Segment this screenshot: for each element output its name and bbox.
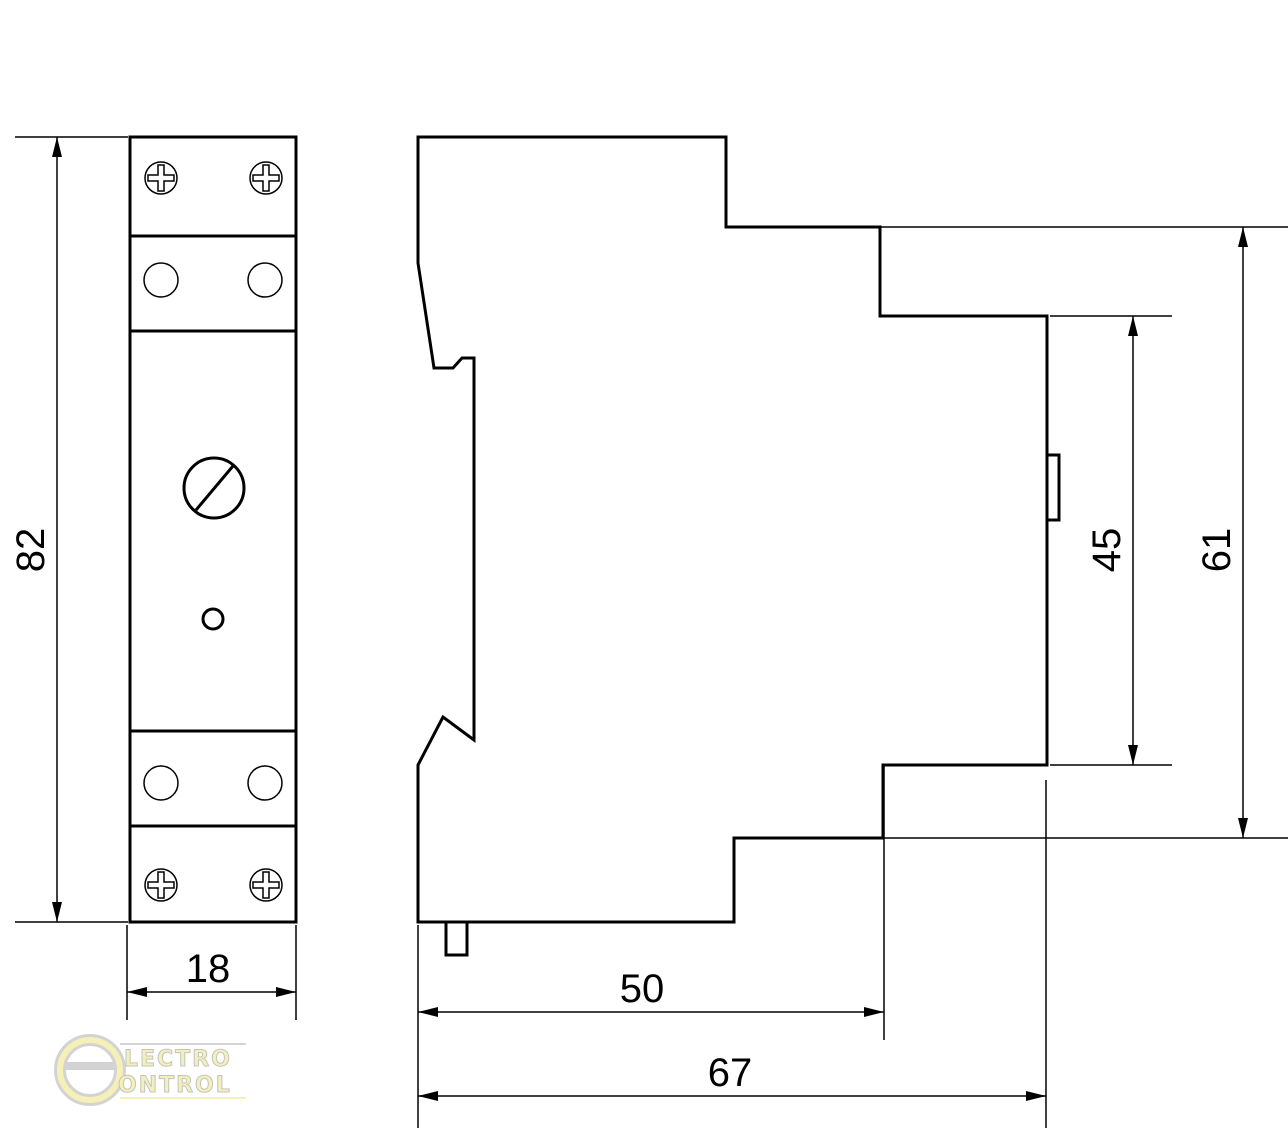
screw-icon bbox=[249, 161, 283, 195]
svg-text:45: 45 bbox=[1085, 528, 1129, 573]
dimension-18: 18 bbox=[126, 925, 297, 1020]
dimension-82: 82 bbox=[9, 136, 128, 923]
electrocontrol-logo: LECTRO ONTROL bbox=[54, 1034, 246, 1106]
side-view bbox=[416, 135, 1061, 957]
screw-icon bbox=[249, 868, 283, 902]
logo-line2: ONTROL bbox=[118, 1073, 232, 1098]
front-view bbox=[128, 135, 298, 924]
svg-text:50: 50 bbox=[620, 967, 665, 1011]
svg-text:61: 61 bbox=[1195, 528, 1239, 573]
svg-text:18: 18 bbox=[186, 947, 231, 991]
logo-line1: LECTRO bbox=[124, 1047, 232, 1072]
dimension-67: 67 bbox=[418, 780, 1047, 1128]
adjustment-knob bbox=[182, 456, 246, 520]
svg-text:67: 67 bbox=[708, 1051, 753, 1095]
terminal-holes bbox=[143, 262, 283, 801]
screw-icon bbox=[144, 868, 178, 902]
indicator-led bbox=[201, 607, 225, 631]
dimension-61: 61 bbox=[880, 226, 1288, 839]
dimension-50: 50 bbox=[417, 765, 885, 1128]
terminal-screws bbox=[144, 161, 283, 902]
dimension-45: 45 bbox=[1050, 315, 1172, 766]
svg-text:82: 82 bbox=[9, 528, 53, 573]
screw-icon bbox=[144, 161, 178, 195]
